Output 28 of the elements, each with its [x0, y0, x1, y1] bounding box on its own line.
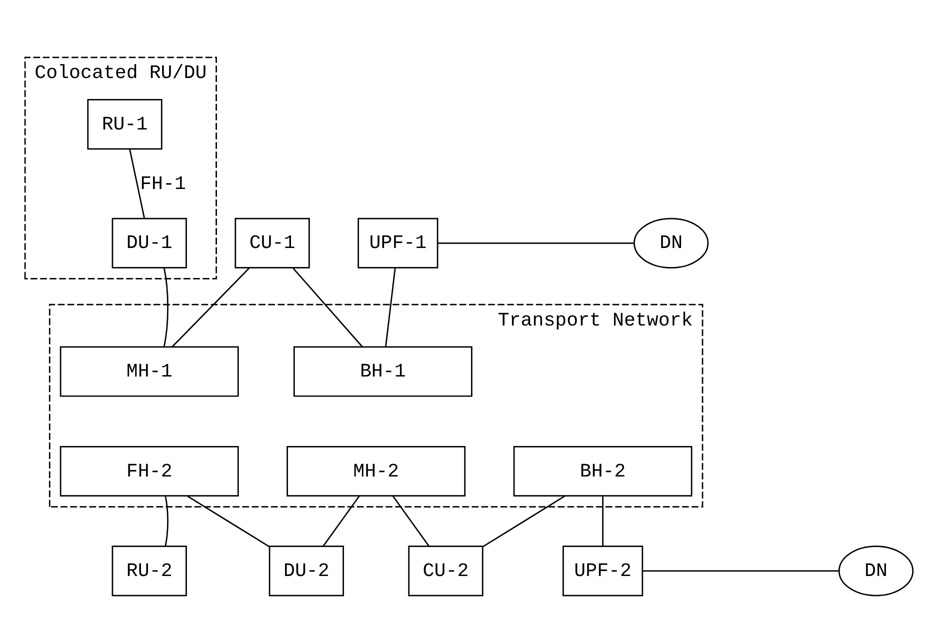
node-box: MH-2: [286, 445, 466, 496]
connector: [163, 268, 168, 346]
node-ellipse: DN: [838, 545, 914, 596]
node-box: DU-2: [268, 545, 344, 596]
connector: [322, 495, 360, 546]
node-box: RU-1: [87, 98, 162, 150]
node-ellipse: DN: [634, 217, 709, 268]
connector: [438, 242, 634, 244]
connector: [172, 267, 250, 347]
connector: [164, 495, 168, 546]
connector: [602, 496, 604, 546]
connector: [642, 570, 840, 572]
connector: [292, 267, 363, 347]
connector: [392, 495, 430, 546]
connector: [186, 494, 270, 547]
node-box: BH-1: [293, 346, 472, 396]
node-box: RU-2: [112, 545, 187, 596]
connector: [385, 268, 396, 346]
node-box: UPF-2: [562, 545, 644, 596]
node-box: MH-1: [60, 346, 239, 396]
connector: [129, 148, 146, 218]
node-box: CU-2: [408, 545, 484, 596]
node-box: FH-2: [60, 445, 239, 496]
edge-label: FH-1: [140, 172, 186, 194]
node-box: DU-1: [112, 217, 187, 268]
node-box: BH-2: [513, 445, 692, 496]
node-box: CU-1: [234, 217, 310, 268]
node-box: UPF-1: [358, 217, 438, 268]
